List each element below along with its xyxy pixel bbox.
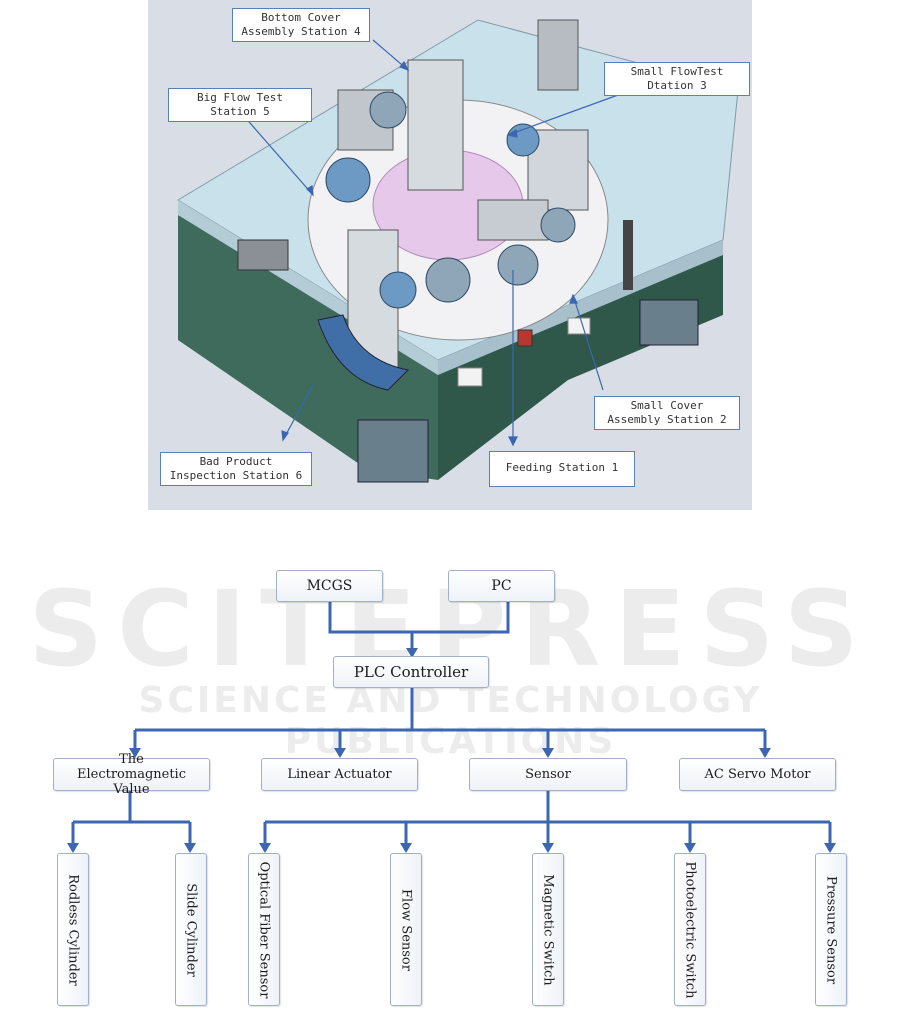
mcgs-label: MCGS <box>306 577 353 594</box>
rodless-cylinder-label: Rodless Cylinder <box>65 873 81 986</box>
callout-station-5: Big Flow Test Station 5 <box>168 88 312 122</box>
electromagnetic-value-label: The Electromagnetic Value <box>76 752 186 797</box>
callout-line: Feeding Station 1 <box>505 461 619 474</box>
bowl-feeder <box>369 91 407 129</box>
callout-line: Station 5 <box>210 105 270 118</box>
callout-arrows <box>242 39 619 447</box>
linear-actuator-box: Linear Actuator <box>261 758 418 791</box>
plc-controller-box: PLC Controller <box>333 656 489 688</box>
station-3-motor <box>537 19 579 91</box>
ac-servo-motor-label: AC Servo Motor <box>704 767 811 782</box>
front-panel <box>357 419 429 483</box>
connector-lines <box>71 602 832 851</box>
callout-station-3: Small FlowTest Dtation 3 <box>604 62 750 96</box>
callout-line: Dtation 3 <box>647 79 707 92</box>
pc-box: PC <box>448 570 555 602</box>
side-cylinder <box>237 239 289 271</box>
callout-station-4: Bottom Cover Assembly Station 4 <box>232 8 370 42</box>
callout-station-6: Bad Product Inspection Station 6 <box>160 452 312 486</box>
slide-cylinder-box: Slide Cylinder <box>175 853 207 1006</box>
callout-line: Big Flow Test <box>196 91 284 104</box>
frame-left <box>178 215 438 480</box>
reject-chute <box>317 314 410 391</box>
machine-cad-rendering: Bottom Cover Assembly Station 4 Small Fl… <box>148 0 752 510</box>
callout-line: Inspection Station 6 <box>169 469 303 482</box>
callout-line: Small Cover <box>630 399 704 412</box>
machine-drawing <box>177 19 739 483</box>
bowl-feeder <box>425 257 471 303</box>
pressure-sensor-label: Pressure Sensor <box>823 875 839 984</box>
pressure-sensor-box: Pressure Sensor <box>815 853 847 1006</box>
table-edge-right <box>438 240 723 375</box>
bowl-feeder <box>540 207 576 243</box>
bowl-feeder <box>379 271 417 309</box>
station-4-column <box>407 59 464 191</box>
electromagnetic-value-box: The Electromagnetic Value <box>53 752 210 797</box>
connector-arrowheads <box>67 648 836 853</box>
callout-line: Bad Product <box>199 455 273 468</box>
small-block <box>457 367 483 387</box>
slide-cylinder-label: Slide Cylinder <box>183 882 199 977</box>
optical-fiber-sensor-label: Optical Fiber Sensor <box>256 861 272 998</box>
side-rail <box>623 220 633 290</box>
bowl-feeder <box>325 157 371 203</box>
optical-fiber-sensor-box: Optical Fiber Sensor <box>248 853 280 1006</box>
rodless-cylinder-box: Rodless Cylinder <box>57 853 89 1006</box>
callout-line: Bottom Cover <box>261 11 341 24</box>
pc-label: PC <box>491 577 512 594</box>
sensor-label: Sensor <box>525 767 571 782</box>
linear-actuator-label: Linear Actuator <box>287 767 392 782</box>
callout-station-1: Feeding Station 1 <box>489 451 635 487</box>
plc-controller-label: PLC Controller <box>353 662 469 681</box>
callout-line: Assembly Station 2 <box>607 413 727 426</box>
callout-line: Assembly Station 4 <box>241 25 361 38</box>
bowl-feeder <box>497 244 539 286</box>
callout-station-2: Small Cover Assembly Station 2 <box>594 396 740 430</box>
ac-servo-motor-box: AC Servo Motor <box>679 758 836 791</box>
photoelectric-switch-label: Photoelectric Switch <box>682 861 698 998</box>
emergency-button <box>517 329 533 347</box>
photoelectric-switch-box: Photoelectric Switch <box>674 853 706 1006</box>
side-panel <box>639 299 699 346</box>
flow-sensor-label: Flow Sensor <box>398 888 414 971</box>
magnetic-switch-label: Magnetic Switch <box>540 873 556 986</box>
mcgs-box: MCGS <box>276 570 383 602</box>
flow-sensor-box: Flow Sensor <box>390 853 422 1006</box>
callout-line: Small FlowTest <box>630 65 724 78</box>
magnetic-switch-box: Magnetic Switch <box>532 853 564 1006</box>
sensor-box: Sensor <box>469 758 627 791</box>
